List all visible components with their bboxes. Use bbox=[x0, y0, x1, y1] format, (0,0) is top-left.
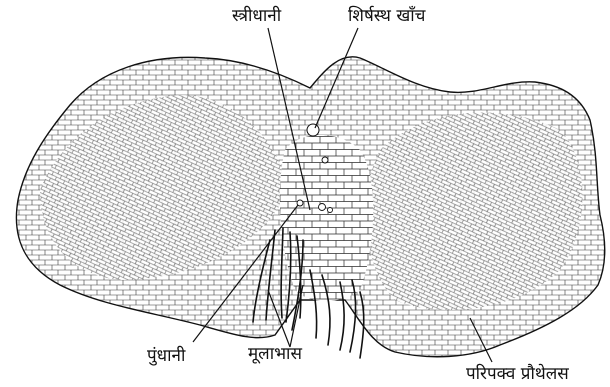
rhizoids-label: मूलाभास bbox=[248, 346, 302, 363]
mature-prothallus-label: परिपक्व प्रौथेलस bbox=[466, 366, 569, 383]
archegonium-label: स्त्रीधानी bbox=[232, 8, 281, 25]
antheridium-label: पुंधानी bbox=[147, 348, 185, 365]
apical-notch-label: शिर्षस्थ खाँच bbox=[348, 8, 425, 25]
